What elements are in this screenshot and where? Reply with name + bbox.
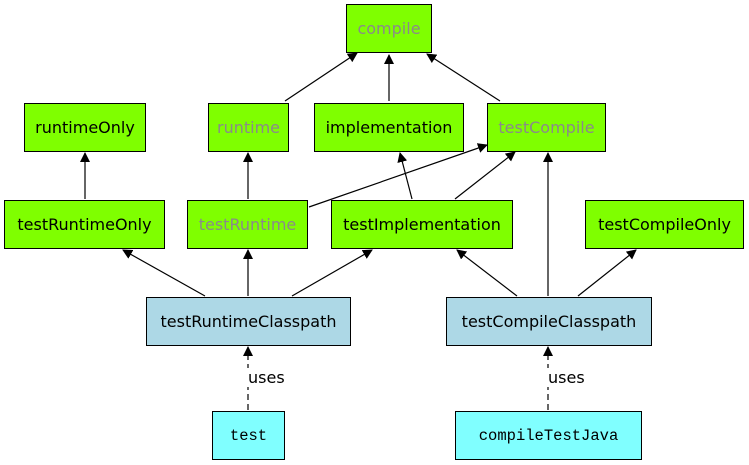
node-implementation: implementation <box>314 103 464 152</box>
node-test-compile: testCompile <box>487 103 606 152</box>
node-test-runtime: testRuntime <box>187 200 308 249</box>
edge-testruntimeclasspath-testimplementation <box>291 249 373 297</box>
edge-label-uses-left: uses <box>246 368 287 387</box>
edge-testcompileclasspath-testcompileonly <box>577 249 637 297</box>
edge-runtime-compile <box>284 52 358 102</box>
edge-testcompileclasspath-testimplementation <box>456 249 518 297</box>
node-test-task: test <box>212 411 285 460</box>
edge-testruntimeclasspath-testruntimeonly <box>122 249 206 297</box>
node-test-runtime-only: testRuntimeOnly <box>4 200 165 249</box>
edge-testimplementation-implementation <box>397 152 413 200</box>
edge-label-uses-right: uses <box>546 368 587 387</box>
node-test-compile-classpath: testCompileClasspath <box>446 297 652 346</box>
node-test-implementation: testImplementation <box>331 200 513 249</box>
node-compile-test-java-task: compileTestJava <box>455 411 642 460</box>
edge-testruntime-testcompile <box>308 143 488 208</box>
edge-testimplementation-testcompile <box>454 151 516 200</box>
node-runtime: runtime <box>208 103 289 152</box>
node-compile: compile <box>346 4 432 53</box>
node-runtime-only: runtimeOnly <box>24 103 146 152</box>
edge-testcompile-compile <box>426 53 501 102</box>
node-test-compile-only: testCompileOnly <box>585 200 744 249</box>
node-test-runtime-classpath: testRuntimeClasspath <box>146 297 351 346</box>
